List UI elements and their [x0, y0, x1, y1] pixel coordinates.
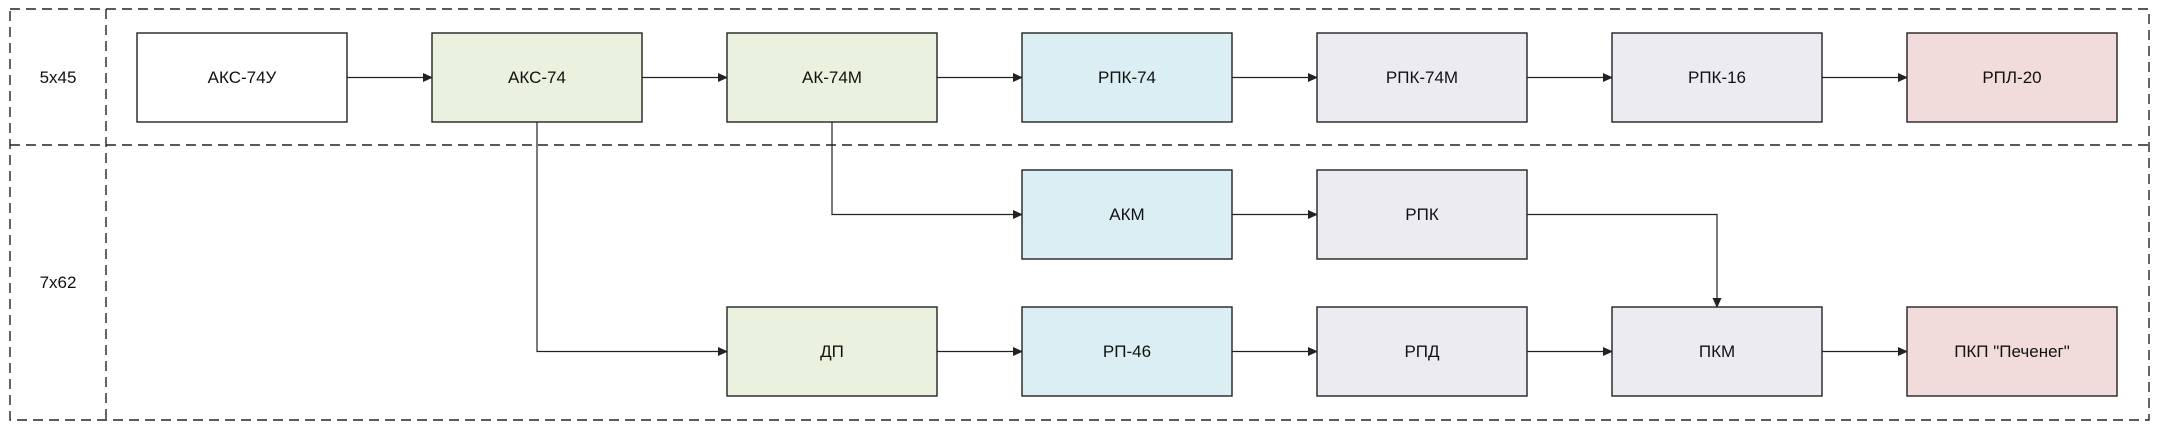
lanes-border: [9, 8, 2150, 421]
node-box: [1021, 169, 1233, 260]
node-aks74u: АКС-74У: [136, 32, 348, 123]
node-rp46: РП-46: [1021, 306, 1233, 397]
node-box: [136, 32, 348, 123]
node-box: [1611, 306, 1823, 397]
node-ak74m: АК-74М: [726, 32, 938, 123]
edge-ak74m-to-akm: [831, 122, 1023, 219]
node-box: [1021, 32, 1233, 123]
node-box: [726, 32, 938, 123]
node-pkp: ПКП "Печенег": [1906, 306, 2118, 397]
node-rpk74m: РПК-74М: [1316, 32, 1528, 123]
node-label: ПКП "Печенег": [1954, 342, 2070, 361]
node-label: РПК-16: [1688, 68, 1746, 87]
node-label: РПК-74: [1098, 68, 1156, 87]
node-dp: ДП: [726, 306, 938, 397]
node-label: ДП: [820, 342, 844, 361]
node-label: РПД: [1404, 342, 1440, 361]
lane-label-5x45: 5x45: [40, 68, 77, 87]
node-box: [1906, 306, 2118, 397]
node-pkm: ПКМ: [1611, 306, 1823, 397]
node-box: [1611, 32, 1823, 123]
node-label: РПК-74М: [1386, 68, 1458, 87]
node-label: РПК: [1405, 205, 1439, 224]
node-label: АКС-74У: [208, 68, 277, 87]
node-box: [431, 32, 643, 123]
edges-layer: [347, 73, 1908, 356]
node-label: РПЛ-20: [1982, 68, 2041, 87]
node-box: [726, 306, 938, 397]
node-rpk16: РПК-16: [1611, 32, 1823, 123]
node-label: АК-74М: [802, 68, 862, 87]
node-rpd: РПД: [1316, 306, 1528, 397]
node-box: [1021, 306, 1233, 397]
node-box: [1316, 32, 1528, 123]
edge-rpk-to-pkm: [1527, 213, 1722, 308]
node-label: АКМ: [1109, 205, 1144, 224]
node-rpk74: РПК-74: [1021, 32, 1233, 123]
node-akm: АКМ: [1021, 169, 1233, 260]
node-rpl20: РПЛ-20: [1906, 32, 2118, 123]
node-box: [1316, 169, 1528, 260]
node-box: [1906, 32, 2118, 123]
node-aks74: АКС-74: [431, 32, 643, 123]
edge-aks74-to-dp: [536, 122, 728, 356]
node-label: АКС-74: [508, 68, 566, 87]
lane-labels: 5x45 7x62: [40, 68, 77, 292]
node-box: [1316, 306, 1528, 397]
lane-label-7x62: 7x62: [40, 273, 77, 292]
swimlane-frame: [9, 8, 2150, 421]
node-rpk: РПК: [1316, 169, 1528, 260]
node-label: РП-46: [1103, 342, 1151, 361]
node-label: ПКМ: [1699, 342, 1735, 361]
